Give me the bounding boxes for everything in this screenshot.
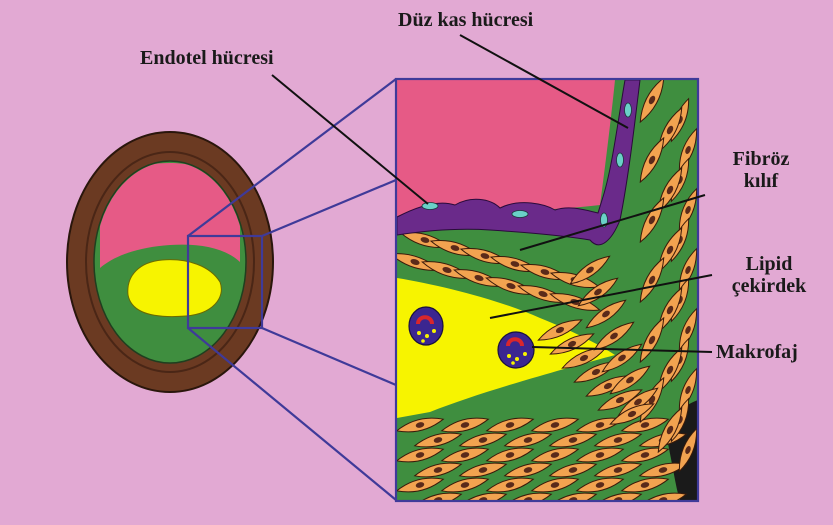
label-fibroz-kilif: Fibröz kılıf: [706, 148, 816, 192]
label-lipid-line2: çekirdek: [714, 275, 824, 297]
label-fibroz-line2: kılıf: [706, 170, 816, 192]
zoom-line-top-secondary: [262, 180, 396, 236]
label-duz-kas-hucresi: Düz kas hücresi: [398, 9, 533, 31]
magnified-panel: [389, 75, 702, 511]
label-makrofaj: Makrofaj: [716, 341, 798, 363]
panel-lumen: [397, 80, 615, 217]
label-lipid-cekirdek: Lipid çekirdek: [714, 253, 824, 297]
label-lipid-line1: Lipid: [714, 253, 824, 275]
zoom-line-bottom-secondary: [262, 328, 396, 385]
label-endotel-hucresi: Endotel hücresi: [140, 47, 274, 69]
artery-cross-section: [67, 132, 273, 392]
macrophage-cell-1: [409, 307, 443, 345]
label-fibroz-line1: Fibröz: [706, 148, 816, 170]
macrophage-cell-2: [498, 332, 534, 368]
zoom-line-bottom: [188, 328, 396, 500]
